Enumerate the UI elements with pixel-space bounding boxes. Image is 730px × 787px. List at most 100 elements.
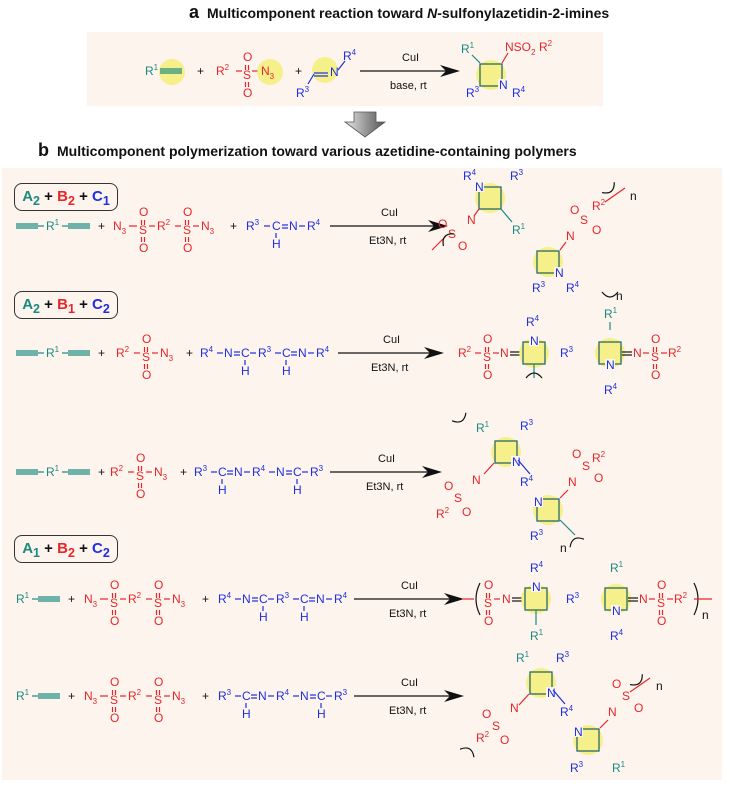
nitrogen-label: N	[475, 180, 484, 194]
azetidine-ring	[576, 728, 600, 752]
substituent-label: R3	[310, 464, 324, 479]
arrow-head-icon	[428, 220, 448, 232]
sulfur-label: S	[136, 469, 144, 483]
substituent-label: R3	[194, 464, 208, 479]
oxygen-label: O	[139, 241, 148, 255]
oxygen-label: O	[444, 479, 453, 493]
plus-sign: +	[202, 689, 209, 703]
sulfur-label: S	[243, 68, 251, 82]
substituent-label: R1	[604, 306, 618, 321]
arrow-head-icon	[424, 347, 444, 359]
oxygen-label: O	[657, 614, 666, 628]
plus-sign: +	[68, 592, 75, 606]
substituent-label: R2	[116, 345, 130, 360]
label-mask	[546, 687, 556, 698]
plus-sign: +	[202, 592, 209, 606]
sulfur-label: S	[142, 350, 150, 364]
nitrogen-label: N	[608, 705, 617, 719]
oxygen-label: O	[154, 675, 163, 689]
label-mask	[533, 496, 543, 507]
polymer-end-bracket	[629, 674, 643, 686]
polymer-end-bracket	[459, 747, 475, 758]
oxygen-label: O	[183, 205, 192, 219]
substituent-label: R1	[612, 760, 626, 775]
substituent-label: R2	[128, 688, 142, 703]
oxygen-label: O	[651, 368, 660, 382]
oxygen-label: O	[154, 578, 163, 592]
substituent-label: R4	[512, 85, 526, 100]
oxygen-label: O	[483, 368, 492, 382]
sulfur-label: S	[110, 693, 118, 707]
nitrogen-label: N	[242, 592, 251, 606]
carbon-label: C	[293, 465, 302, 479]
nitrogen-label: N	[555, 266, 564, 280]
substituent-label: R2	[128, 591, 142, 606]
oxygen-label: O	[142, 332, 151, 346]
highlight-circle	[519, 338, 549, 368]
bond	[559, 241, 567, 251]
monomer-tag-a2b2c1: A2 + B2 + C1	[14, 183, 118, 211]
label-mask	[529, 335, 539, 346]
hydrogen-label: H	[272, 237, 281, 251]
substituent-label: R1	[145, 63, 159, 78]
sulfur-label: S	[580, 213, 588, 227]
carbon-label: C	[259, 592, 268, 606]
hydrogen-label: H	[282, 364, 291, 378]
nitrogen-label: N	[534, 495, 543, 509]
oxygen-label: O	[572, 447, 581, 461]
oxygen-label: O	[634, 701, 643, 715]
plus-sign: +	[98, 219, 105, 233]
nitrogen-label: N	[234, 465, 243, 479]
nitrogen-label: N	[300, 689, 309, 703]
azetidine-ring	[478, 186, 502, 210]
title-text: Multicomponent polymerization toward var…	[57, 143, 577, 159]
nitrogen-label: N	[639, 592, 648, 606]
oxygen-label: O	[438, 217, 447, 231]
highlight-circle	[595, 338, 625, 368]
substituent-label: R3	[560, 345, 574, 360]
substituent-label: R2	[476, 730, 490, 745]
nitrogen-label: N	[510, 701, 519, 715]
oxygen-label: O	[139, 205, 148, 219]
substituent-label: R3	[520, 418, 534, 433]
label-mask	[498, 79, 508, 90]
substituent-label: R4	[343, 48, 357, 63]
nitrogen-label: N	[512, 455, 521, 469]
nitrogen-label: N	[606, 358, 615, 372]
title-italic: N	[427, 5, 438, 21]
label-mask	[554, 267, 564, 278]
substituent-label: R2	[668, 345, 682, 360]
sulfur-label: S	[139, 223, 147, 237]
azetidine-ring	[536, 250, 560, 274]
bond	[559, 489, 569, 499]
highlight-circle	[521, 584, 551, 614]
arrow-head-icon	[440, 65, 460, 77]
arrow-head-icon	[444, 690, 464, 702]
condition-label: Et3N, rt	[371, 362, 408, 374]
plus-sign: +	[230, 219, 237, 233]
substituent-label: R3	[218, 688, 232, 703]
bond	[483, 462, 495, 475]
nitrogen-label: N	[467, 213, 476, 227]
substituent-label: R1	[512, 222, 526, 237]
azide-label: N3	[84, 689, 98, 706]
oxygen-label: O	[570, 203, 579, 217]
substituent-label: R3	[532, 280, 546, 295]
title-text: Multicomponent reaction toward	[207, 5, 428, 21]
polymer-end-bracket	[569, 537, 585, 548]
sulfur-label: S	[651, 350, 659, 364]
sulfur-label: S	[582, 459, 590, 473]
substituent-label: R4	[316, 345, 330, 360]
highlight-circle	[601, 584, 631, 614]
substituent-label: R3	[246, 218, 260, 233]
hydrogen-label: H	[293, 483, 302, 497]
highlight-circle	[257, 59, 283, 85]
monomer-tag-a2b1c2: A2 + B1 + C2	[14, 291, 118, 319]
nitrogen-label: N	[258, 689, 267, 703]
oxygen-label: O	[482, 707, 491, 721]
reagent-label: CuI	[402, 52, 419, 64]
nitrogen-label: N	[547, 686, 556, 700]
condition-label: Et3N, rt	[366, 481, 403, 493]
plus-sign: +	[295, 64, 302, 78]
sulfur-label: S	[183, 223, 191, 237]
